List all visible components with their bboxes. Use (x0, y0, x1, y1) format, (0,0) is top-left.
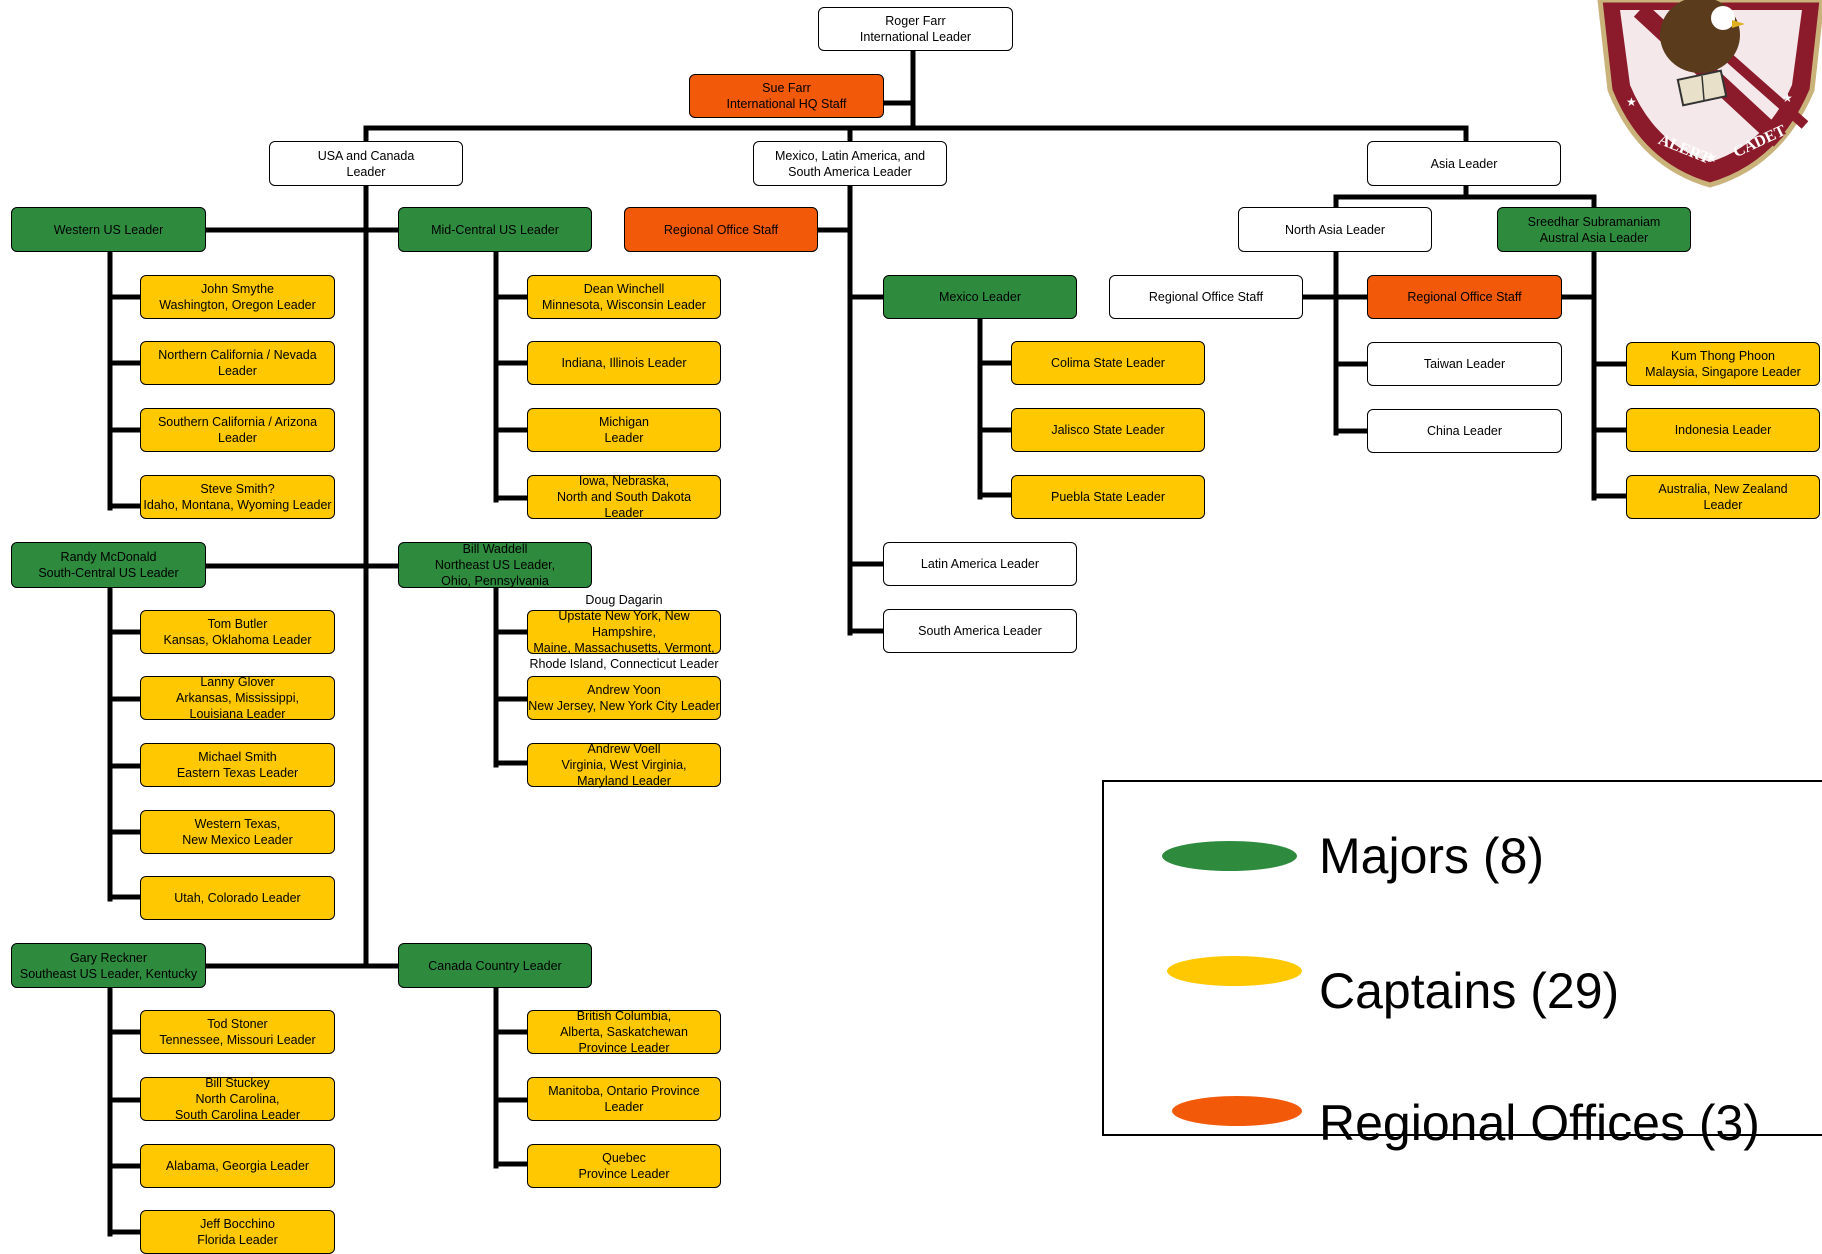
mid-central-node: Mid-Central US Leader (398, 207, 592, 252)
manitoba-node: Manitoba, Ontario Province Leader (527, 1077, 721, 1121)
michael-smith-node: Michael Smith Eastern Texas Leader (140, 743, 335, 787)
kum-thong-phoon-node: Kum Thong Phoon Malaysia, Singapore Lead… (1626, 342, 1820, 386)
logo-star-icon: ★ (1782, 91, 1793, 105)
john-smythe-node: John Smythe Washington, Oregon Leader (140, 275, 335, 319)
utah-node: Utah, Colorado Leader (140, 876, 335, 920)
regional-staff-asia-node: Regional Office Staff (1367, 275, 1562, 319)
british-columbia-node: British Columbia, Alberta, Saskatchewan … (527, 1009, 721, 1055)
mexico-leader-node: Mexico Leader (883, 275, 1077, 319)
logo-star-icon: ★ (1705, 149, 1718, 165)
bill-stuckey-node: Bill Stuckey North Carolina, South Carol… (140, 1076, 335, 1122)
mexico-latam-node: Mexico, Latin America, and South America… (753, 141, 947, 186)
legend-offices: Regional Offices (3) (1172, 1094, 1760, 1152)
steve-smith-node: Steve Smith? Idaho, Montana, Wyoming Lea… (140, 475, 335, 519)
regional-staff-latam-node: Regional Office Staff (624, 207, 818, 252)
indonesia-node: Indonesia Leader (1626, 408, 1820, 452)
legend-captains: Captains (29) (1167, 956, 1620, 1020)
alabama-node: Alabama, Georgia Leader (140, 1144, 335, 1188)
alert-cadet-crest-logo: ALERT CADET ★ ★ ★ (1597, 0, 1822, 188)
china-node: China Leader (1367, 409, 1562, 453)
western-texas-node: Western Texas, New Mexico Leader (140, 810, 335, 854)
australia-node: Australia, New Zealand Leader (1626, 475, 1820, 519)
western-us-node: Western US Leader (11, 207, 206, 252)
legend-green-oval (1162, 841, 1297, 871)
iowa-node: Iowa, Nebraska, North and South Dakota L… (527, 474, 721, 520)
sue-farr-node: Sue Farr International HQ Staff (689, 74, 884, 118)
legend-majors: Majors (8) (1162, 827, 1544, 885)
quebec-node: Quebec Province Leader (527, 1144, 721, 1188)
socal-node: Southern California / Arizona Leader (140, 408, 335, 452)
south-america-node: South America Leader (883, 609, 1077, 653)
legend-majors-label: Majors (8) (1319, 828, 1545, 884)
andrew-voell-node: Andrew Voell Virginia, West Virginia, Ma… (527, 742, 721, 788)
jeff-bocchino-node: Jeff Bocchino Florida Leader (140, 1210, 335, 1254)
norcal-node: Northern California / Nevada Leader (140, 341, 335, 385)
asia-leader-node: Asia Leader (1367, 141, 1561, 186)
legend: Majors (8) Captains (29) Regional Office… (1102, 780, 1822, 1151)
puebla-node: Puebla State Leader (1011, 475, 1205, 519)
michigan-node: Michigan Leader (527, 408, 721, 452)
usa-canada-node: USA and Canada Leader (269, 141, 463, 186)
roger-farr-node: Roger Farr International Leader (818, 7, 1013, 51)
lanny-glover-node: Lanny Glover Arkansas, Mississippi, Loui… (140, 675, 335, 721)
legend-captains-label: Captains (29) (1319, 963, 1620, 1019)
legend-offices-label: Regional Offices (3) (1319, 1095, 1760, 1151)
dean-winchell-node: Dean Winchell Minnesota, Wisconsin Leade… (527, 275, 721, 319)
indiana-node: Indiana, Illinois Leader (527, 341, 721, 385)
tod-stoner-node: Tod Stoner Tennessee, Missouri Leader (140, 1010, 335, 1054)
bill-waddell-node: Bill Waddell Northeast US Leader, Ohio, … (398, 542, 592, 588)
colima-node: Colima State Leader (1011, 341, 1205, 385)
legend-orange-oval (1172, 1096, 1302, 1126)
tom-butler-node: Tom Butler Kansas, Oklahoma Leader (140, 610, 335, 654)
latin-america-node: Latin America Leader (883, 542, 1077, 586)
jalisco-node: Jalisco State Leader (1011, 408, 1205, 452)
andrew-yoon-node: Andrew Yoon New Jersey, New York City Le… (527, 676, 721, 720)
taiwan-node: Taiwan Leader (1367, 342, 1562, 386)
randy-mcdonald-node: Randy McDonald South-Central US Leader (11, 542, 206, 588)
logo-star-icon: ★ (1626, 95, 1637, 109)
legend-yellow-oval (1167, 956, 1302, 986)
north-asia-node: North Asia Leader (1238, 207, 1432, 252)
regional-staff-north-asia-node: Regional Office Staff (1109, 275, 1303, 319)
canada-country-node: Canada Country Leader (398, 943, 592, 988)
sreedhar-node: Sreedhar Subramaniam Austral Asia Leader (1497, 207, 1691, 252)
doug-dagarin-node: Doug Dagarin Upstate New York, New Hamps… (527, 593, 721, 671)
gary-reckner-node: Gary Reckner Southeast US Leader, Kentuc… (11, 943, 206, 988)
